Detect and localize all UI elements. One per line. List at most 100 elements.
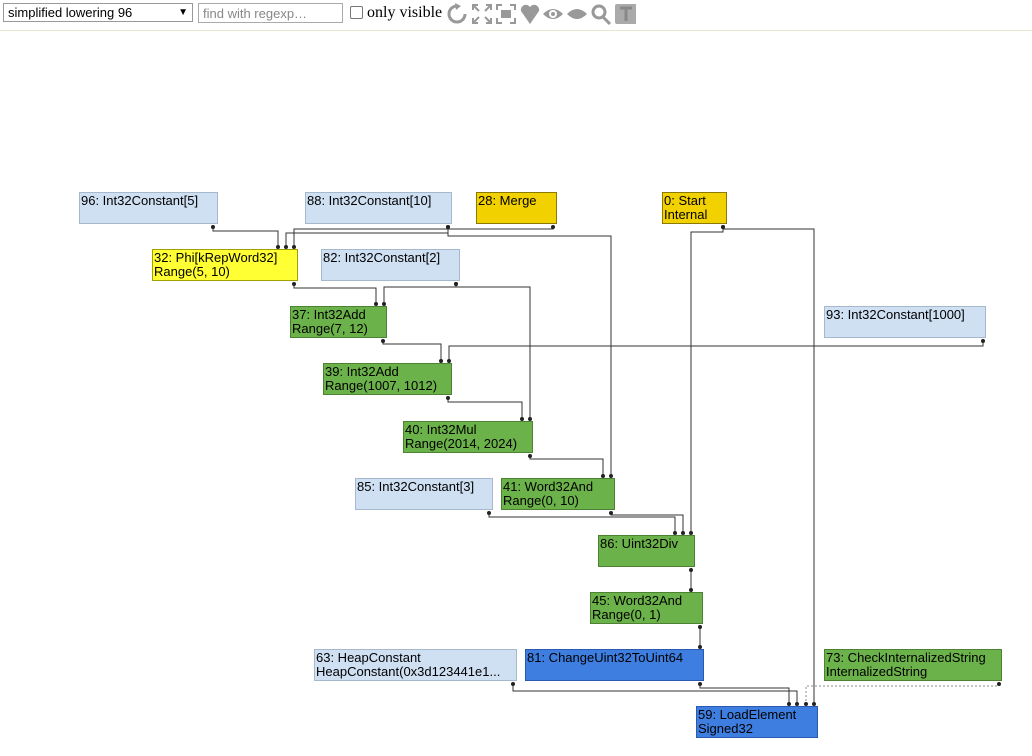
node-label: 28: Merge <box>478 193 537 208</box>
toolbar: simplified lowering 96 ▼ only visible <box>0 0 1032 31</box>
node-label: 88: Int32Constant[10] <box>307 193 432 208</box>
only-visible-checkbox[interactable] <box>350 6 363 19</box>
input-port <box>681 531 685 535</box>
search-input[interactable] <box>198 3 343 23</box>
input-port <box>439 359 443 363</box>
node-label: Internal <box>664 207 708 222</box>
graph-node-96[interactable]: 96: Int32Constant[5] <box>79 192 218 224</box>
output-port <box>997 682 1001 686</box>
input-port <box>374 302 378 306</box>
phase-select-value: simplified lowering 96 <box>8 5 133 20</box>
node-label: Range(0, 1) <box>592 607 661 622</box>
dropdown-arrow-icon: ▼ <box>178 7 188 18</box>
output-port <box>721 225 725 229</box>
output-port <box>211 225 215 229</box>
node-label: 96: Int32Constant[5] <box>81 193 199 208</box>
node-label: 0: Start <box>664 193 706 208</box>
node-label: 59: LoadElement <box>698 707 797 722</box>
output-port <box>292 282 296 286</box>
show-selected-icon[interactable] <box>542 2 564 26</box>
search-icon[interactable] <box>590 2 612 26</box>
output-port <box>609 511 613 515</box>
graph-node-85[interactable]: 85: Int32Constant[3] <box>355 478 493 510</box>
node-label: HeapConstant(0x3d123441e1... <box>316 664 501 679</box>
input-port <box>804 702 808 706</box>
input-port <box>795 702 799 706</box>
input-port <box>292 245 296 249</box>
node-label: Range(5, 10) <box>154 264 230 279</box>
node-label: 45: Word32And <box>592 593 683 608</box>
input-port <box>673 531 677 535</box>
node-label: 32: Phi[kRepWord32] <box>154 250 278 265</box>
show-all-icon[interactable] <box>471 2 493 26</box>
edge-63-59 <box>512 684 798 704</box>
graph-node-86[interactable]: 86: Uint32Div <box>598 535 695 567</box>
output-port <box>454 282 458 286</box>
input-port <box>528 417 532 421</box>
input-port <box>812 702 816 706</box>
only-visible-label: only visible <box>367 4 443 21</box>
node-label: Range(2014, 2024) <box>405 436 518 451</box>
input-port <box>601 474 605 478</box>
node-label: 85: Int32Constant[3] <box>357 479 475 494</box>
node-label: 63: HeapConstant <box>316 650 421 665</box>
input-port <box>447 359 451 363</box>
output-port <box>551 225 555 229</box>
output-port <box>487 511 491 515</box>
node-label: Range(7, 12) <box>292 321 368 336</box>
node-label: 40: Int32Mul <box>405 422 477 437</box>
hide-unselected-icon[interactable] <box>614 2 637 26</box>
input-port <box>284 245 288 249</box>
input-port <box>276 245 280 249</box>
output-port <box>689 568 693 572</box>
node-label: Signed32 <box>698 721 753 736</box>
graph-node-81[interactable]: 81: ChangeUint32ToUint64 <box>525 649 704 681</box>
graph-node-28[interactable]: 28: Merge <box>476 192 557 224</box>
node-label: 81: ChangeUint32ToUint64 <box>527 650 684 665</box>
node-label: 82: Int32Constant[2] <box>323 250 441 265</box>
node-label: 73: CheckInternalizedString <box>826 650 986 665</box>
layout-icon[interactable] <box>446 2 468 26</box>
output-port <box>698 625 702 629</box>
node-label: 93: Int32Constant[1000] <box>826 307 965 322</box>
graph-node-82[interactable]: 82: Int32Constant[2] <box>321 249 460 281</box>
toggle-hide-icon[interactable] <box>495 2 517 26</box>
input-port <box>698 645 702 649</box>
output-port <box>511 682 515 686</box>
input-port <box>382 302 386 306</box>
output-port <box>528 454 532 458</box>
edge-93-39 <box>448 341 984 361</box>
input-port <box>689 531 693 535</box>
hide-selected-icon[interactable] <box>566 2 588 26</box>
node-label: Range(0, 10) <box>503 493 579 508</box>
toggle-types-icon[interactable] <box>519 2 541 26</box>
output-port <box>446 396 450 400</box>
node-label: Range(1007, 1012) <box>325 378 438 393</box>
phase-select[interactable]: simplified lowering 96 ▼ <box>3 3 193 22</box>
output-port <box>381 339 385 343</box>
input-port <box>609 474 613 478</box>
edge-88-41 <box>447 227 612 476</box>
graph-node-88[interactable]: 88: Int32Constant[10] <box>305 192 452 224</box>
output-port <box>698 682 702 686</box>
node-label: 41: Word32And <box>503 479 594 494</box>
input-port <box>689 588 693 592</box>
node-label: 39: Int32Add <box>325 364 399 379</box>
output-port <box>446 225 450 229</box>
node-label: InternalizedString <box>826 664 928 679</box>
output-port <box>981 339 985 343</box>
graph-node-32[interactable]: 32: Phi[kRepWord32]Range(5, 10) <box>152 249 298 281</box>
graph-node-93[interactable]: 93: Int32Constant[1000] <box>824 306 986 338</box>
input-port <box>520 417 524 421</box>
